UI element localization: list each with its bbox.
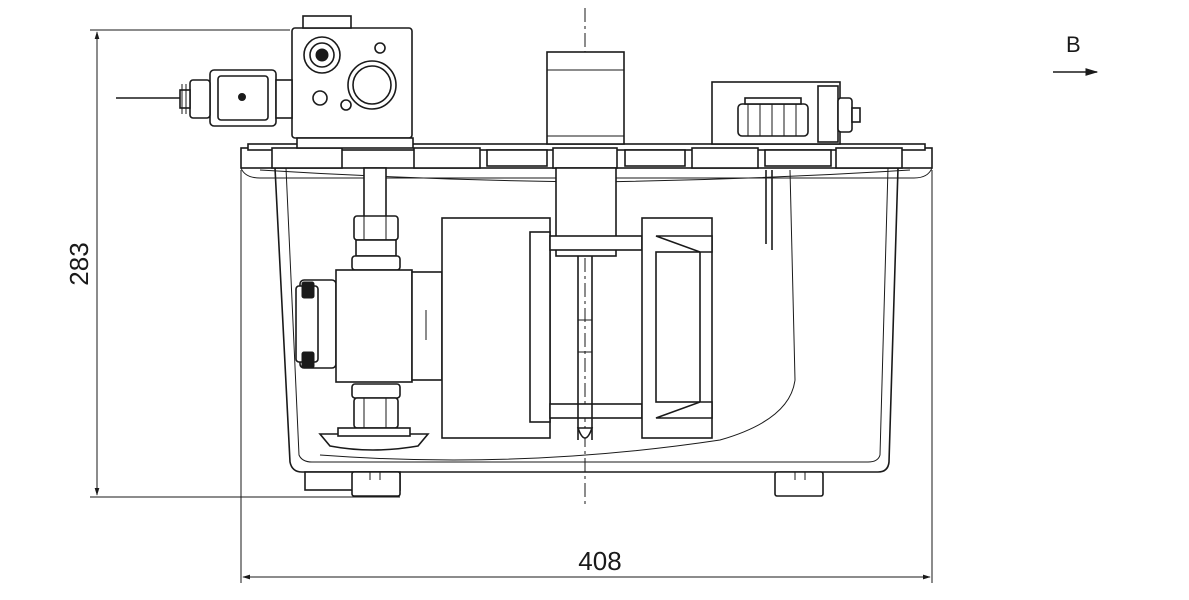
height-dimension-value: 283 (64, 242, 94, 285)
gear-pump (295, 269, 443, 383)
view-marker-label: B (1066, 32, 1081, 57)
width-dimension: 408 (240, 170, 933, 583)
height-dimension: 283 (64, 29, 400, 498)
valve-block (291, 15, 414, 149)
motor-housing (441, 217, 713, 440)
width-dimension-value: 408 (578, 546, 621, 576)
view-marker-b: B (1053, 32, 1099, 76)
pipe-fittings (318, 167, 430, 451)
level-switch (711, 81, 861, 250)
reservoir-tank (274, 167, 899, 497)
solenoid-connector (116, 69, 293, 127)
tank-cover (240, 143, 933, 183)
